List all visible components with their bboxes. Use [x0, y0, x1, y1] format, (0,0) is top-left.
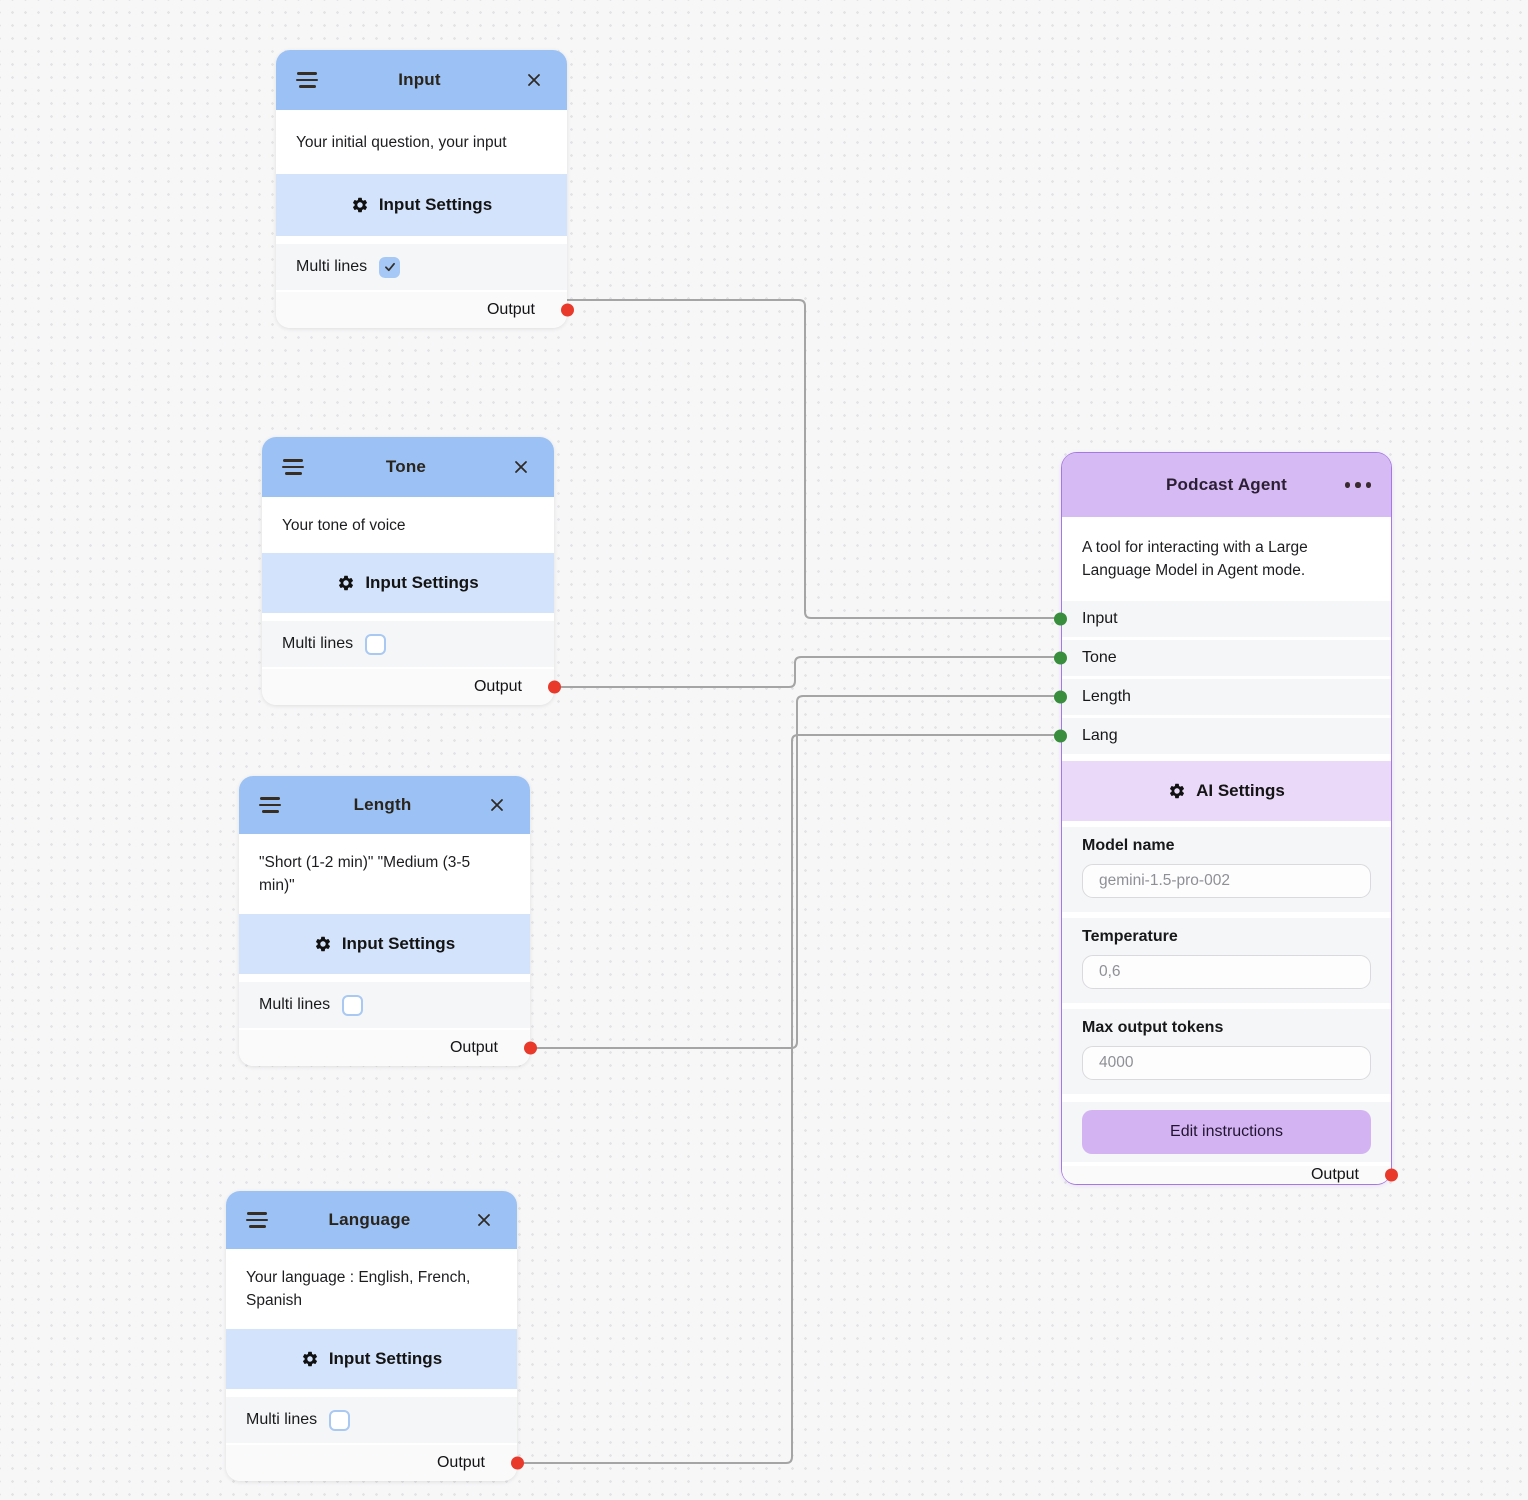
node-description: "Short (1-2 min)" "Medium (3-5 min)": [239, 834, 530, 914]
field-temperature: Temperature: [1062, 918, 1391, 1003]
close-icon[interactable]: [521, 72, 547, 88]
input-settings-label: Input Settings: [328, 1349, 443, 1368]
input-port-lang[interactable]: [1054, 729, 1067, 743]
field-label: Max output tokens: [1082, 1019, 1224, 1036]
gear-icon: [352, 197, 367, 213]
output-port[interactable]: [511, 1456, 524, 1470]
multi-lines-row: Multi lines: [262, 621, 554, 667]
close-icon[interactable]: [508, 459, 534, 475]
menu-icon[interactable]: [246, 1212, 268, 1228]
menu-icon[interactable]: [282, 459, 304, 475]
multi-lines-checkbox[interactable]: [365, 633, 387, 655]
output-port[interactable]: [1385, 1168, 1398, 1182]
gear-icon: [302, 1351, 317, 1367]
multi-lines-row: Multi lines: [226, 1397, 517, 1443]
node-description: Your tone of voice: [262, 497, 554, 553]
max-output-tokens-input[interactable]: [1082, 1046, 1371, 1080]
node-tone-header[interactable]: Tone: [262, 437, 554, 497]
port-label: Length: [1082, 688, 1131, 705]
port-row-lang: Lang: [1054, 718, 1391, 754]
input-settings-label: Input Settings: [341, 934, 456, 953]
node-title: Podcast Agent: [1166, 475, 1287, 494]
node-title: Tone: [385, 457, 427, 476]
node-tone[interactable]: Tone Your tone of voice Input Settings M…: [262, 437, 561, 705]
multi-lines-label: Multi lines: [259, 996, 331, 1013]
output-label: Output: [1310, 1166, 1359, 1183]
multi-lines-label: Multi lines: [296, 258, 368, 275]
output-row: Output: [239, 1030, 537, 1066]
node-input-header[interactable]: Input: [276, 50, 567, 110]
port-row-tone: Tone: [1054, 640, 1391, 676]
output-port[interactable]: [548, 680, 561, 694]
multi-lines-checkbox[interactable]: [342, 994, 364, 1016]
input-port-length[interactable]: [1054, 690, 1067, 704]
menu-icon[interactable]: [259, 797, 281, 813]
multi-lines-row: Multi lines: [276, 244, 567, 290]
output-row: Output: [226, 1445, 524, 1481]
multi-lines-row: Multi lines: [239, 982, 530, 1028]
port-label: Tone: [1082, 649, 1117, 666]
input-settings-label: Input Settings: [378, 195, 493, 214]
multi-lines-checkbox[interactable]: [379, 256, 401, 278]
port-row-input: Input: [1054, 601, 1391, 637]
menu-icon[interactable]: [296, 72, 318, 88]
node-length[interactable]: Length "Short (1-2 min)" "Medium (3-5 mi…: [239, 776, 537, 1066]
edit-instructions-button[interactable]: Edit instructions: [1082, 1110, 1371, 1154]
node-description: Your language : English, French, Spanish: [226, 1249, 517, 1329]
node-title: Language: [328, 1210, 411, 1229]
input-settings-label: Input Settings: [365, 573, 479, 592]
more-options-icon[interactable]: [1345, 482, 1371, 488]
output-label: Output: [473, 678, 522, 695]
output-label: Output: [436, 1454, 485, 1471]
wire-length[interactable]: [530, 695, 1061, 1049]
input-port-tone[interactable]: [1054, 651, 1067, 665]
input-settings-section[interactable]: Input Settings: [239, 914, 530, 974]
close-icon[interactable]: [484, 797, 510, 813]
wire-tone[interactable]: [554, 656, 1061, 688]
output-label: Output: [449, 1039, 498, 1056]
port-row-length: Length: [1054, 679, 1391, 715]
input-settings-section[interactable]: Input Settings: [226, 1329, 517, 1389]
ai-settings-label: AI Settings: [1196, 781, 1285, 800]
node-language-header[interactable]: Language: [226, 1191, 517, 1249]
node-title: Input: [398, 70, 441, 89]
output-label: Output: [486, 301, 535, 318]
multi-lines-checkbox[interactable]: [329, 1409, 351, 1431]
output-port[interactable]: [524, 1041, 537, 1055]
output-row: Output: [276, 292, 574, 328]
port-label: Input: [1082, 610, 1118, 627]
close-icon[interactable]: [471, 1212, 497, 1228]
input-settings-section[interactable]: Input Settings: [276, 174, 567, 236]
output-port[interactable]: [561, 303, 574, 317]
wire-input[interactable]: [567, 299, 1061, 619]
port-label: Lang: [1082, 727, 1118, 744]
field-max-output-tokens: Max output tokens: [1062, 1009, 1391, 1094]
node-language[interactable]: Language Your language : English, French…: [226, 1191, 524, 1481]
node-description: Your initial question, your input: [276, 110, 567, 174]
multi-lines-label: Multi lines: [282, 635, 354, 652]
node-title: Length: [353, 795, 412, 814]
node-agent-header[interactable]: Podcast Agent: [1062, 453, 1391, 517]
temperature-input[interactable]: [1082, 955, 1371, 989]
field-label: Model name: [1082, 837, 1175, 854]
multi-lines-label: Multi lines: [246, 1411, 318, 1428]
gear-icon: [1170, 783, 1185, 799]
edit-instructions-row: Edit instructions: [1062, 1102, 1391, 1162]
model-name-input[interactable]: [1082, 864, 1371, 898]
field-label: Temperature: [1082, 928, 1178, 945]
output-row: Output: [1062, 1166, 1398, 1184]
gear-icon: [315, 936, 330, 952]
node-input[interactable]: Input Your initial question, your input …: [276, 50, 574, 328]
node-podcast-agent[interactable]: Podcast Agent A tool for interacting wit…: [1054, 452, 1398, 1185]
node-description: A tool for interacting with a Large Lang…: [1062, 517, 1391, 601]
input-port-input[interactable]: [1054, 612, 1067, 626]
node-length-header[interactable]: Length: [239, 776, 530, 834]
wire-lang[interactable]: [517, 734, 1061, 1464]
field-model-name: Model name: [1062, 827, 1391, 912]
gear-icon: [339, 575, 354, 591]
ai-settings-section[interactable]: AI Settings: [1062, 761, 1391, 821]
output-row: Output: [262, 669, 561, 705]
input-settings-section[interactable]: Input Settings: [262, 553, 554, 613]
